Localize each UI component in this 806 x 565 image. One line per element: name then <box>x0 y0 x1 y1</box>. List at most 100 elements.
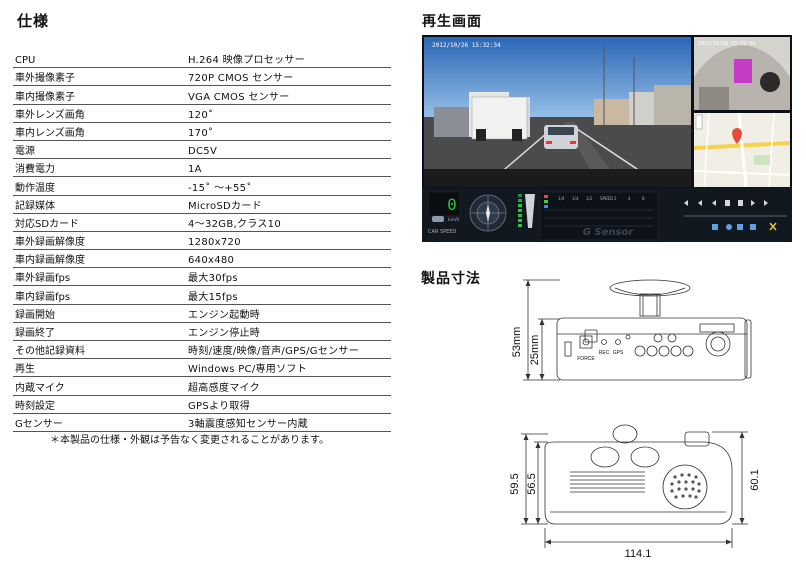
spec-key: 車外レンズ画角 <box>15 109 85 121</box>
spec-value: エンジン停止時 <box>188 328 261 339</box>
spec-value: GPSより取得 <box>188 400 251 412</box>
spec-value: 4～32GB,クラス10 <box>188 218 281 230</box>
playback-speed-button[interactable]: SPEED <box>600 196 613 201</box>
spec-value: 1280x720 <box>188 237 241 249</box>
spec-row: CPU H.264 映像プロセッサー <box>13 50 391 69</box>
zoom-control-icon[interactable] <box>695 114 703 130</box>
spec-value: 3軸震度感知センサー内蔵 <box>188 418 308 430</box>
front-right-label: 60.1 <box>749 469 761 490</box>
spec-row: その他記録資料 時刻/速度/映像/音声/GPS/Gセンサー <box>13 341 391 360</box>
spec-key: CPU <box>15 55 36 67</box>
spec-row: 車外録画解像度 1280x720 <box>13 232 391 251</box>
spec-value: 最大15fps <box>188 291 238 303</box>
spec-value: -15˚ ～+55˚ <box>188 182 252 194</box>
spec-row: 時刻設定 GPSより取得 <box>13 396 391 414</box>
dimension-drawing: 53mm 25mm FORCE REC GPS <box>509 279 761 560</box>
spec-row: 電源 DC5V <box>13 141 391 160</box>
g-sensor-label: G Sensor <box>583 227 635 238</box>
spec-key: 録画開始 <box>15 309 55 321</box>
spec-row: 録画終了 エンジン停止時 <box>13 323 391 341</box>
spec-key: 車内レンズ画角 <box>15 127 85 139</box>
force-label: FORCE <box>577 356 595 362</box>
spec-row: 車内録画fps 最大15fps <box>13 286 391 305</box>
spec-value: VGA CMOS センサー <box>188 91 290 103</box>
stop-icon[interactable] <box>738 200 743 206</box>
playback-speed-button[interactable]: 1/2 <box>586 196 593 201</box>
spec-row: 動作温度 -15˚ ～+55˚ <box>13 177 391 196</box>
playback-speed-button[interactable]: 2 <box>614 196 617 201</box>
spec-row: 車内録画解像度 640x480 <box>13 250 391 269</box>
tools-icon[interactable] <box>769 222 777 231</box>
spec-key: 録画終了 <box>15 328 55 339</box>
export-icon[interactable] <box>737 224 743 230</box>
spec-key: 電源 <box>15 146 35 158</box>
g-sensor-panel <box>539 191 659 241</box>
playback-speed-button[interactable]: 4 <box>628 196 631 201</box>
capture-icon[interactable] <box>750 224 756 230</box>
rewind-icon[interactable] <box>684 200 688 206</box>
spec-key: 車内録画解像度 <box>15 255 85 267</box>
control-bar: 0 km/h CAR SPEED <box>422 188 792 242</box>
spec-key: 動作温度 <box>15 182 55 194</box>
forward-icon[interactable] <box>764 200 768 206</box>
spec-key: 車内録画fps <box>15 291 71 303</box>
spec-key: 車外撮像素子 <box>15 73 75 85</box>
spec-row: 録画開始エンジン起動時 <box>13 305 391 323</box>
playback-speed-button[interactable]: 1/4 <box>558 196 565 201</box>
dimensions-title: 製品寸法 <box>421 271 481 287</box>
spec-key: 車外録画解像度 <box>15 237 85 249</box>
spec-title: 仕様 <box>17 12 50 30</box>
front-left-inner-label: 56.5 <box>526 473 538 494</box>
inset-timestamp: 2012/10/26 15:32:34 <box>698 41 755 47</box>
speaker-grille-icon <box>670 473 701 499</box>
prev-icon[interactable] <box>698 200 702 206</box>
spec-row: 内蔵マイク超高感度マイク <box>13 377 391 396</box>
settings-icon[interactable] <box>726 224 732 230</box>
spec-value: 170˚ <box>188 127 214 139</box>
spec-key: 再生 <box>15 364 35 376</box>
car-speed-label: CAR SPEED <box>428 229 456 235</box>
pause-icon[interactable] <box>725 200 730 206</box>
playback-title: 再生画面 <box>422 14 482 30</box>
body-height-label: 25mm <box>529 335 541 366</box>
map-view <box>694 113 790 187</box>
spec-value: DC5V <box>188 146 218 158</box>
front-left-outer-label: 59.5 <box>509 473 521 494</box>
spec-value: 時刻/速度/映像/音声/GPS/Gセンサー <box>188 346 360 358</box>
playback-player: 2012/10/26 15:32:34 2012/10/26 15:32:34 <box>422 35 792 242</box>
main-timestamp: 2012/10/26 15:32:34 <box>432 42 501 49</box>
spec-value: H.264 映像プロセッサー <box>188 55 305 67</box>
spec-key: 車外録画fps <box>15 273 71 285</box>
spec-key: 記録媒体 <box>15 200 55 212</box>
play-icon[interactable] <box>751 200 755 206</box>
spec-row: 再生 Windows PC/専用ソフト <box>13 359 391 378</box>
folder-icon[interactable] <box>712 224 718 230</box>
spec-key: 時刻設定 <box>15 400 55 412</box>
main-camera-view: 2012/10/26 15:32:34 <box>424 37 691 187</box>
spec-key: 消費電力 <box>15 164 55 176</box>
speed-unit: km/h <box>448 217 460 223</box>
spec-value: 640x480 <box>188 255 235 267</box>
spec-value: 超高感度マイク <box>188 382 260 394</box>
front-width-label: 114.1 <box>625 548 652 560</box>
spec-key: その他記録資料 <box>15 346 85 358</box>
rec-label: REC <box>599 350 610 356</box>
playback-speed-button[interactable]: 1/4 <box>572 196 579 201</box>
compass-icon <box>469 194 507 232</box>
playback-speed-button[interactable]: 8 <box>642 196 645 201</box>
step-back-icon[interactable] <box>712 200 716 206</box>
side-height-label: 53mm <box>511 327 523 358</box>
gps-label: GPS <box>613 350 624 356</box>
spec-value: Windows PC/専用ソフト <box>188 364 307 376</box>
map-pin-icon <box>732 128 742 144</box>
car-icon <box>432 216 444 222</box>
spec-value: 120˚ <box>188 109 214 121</box>
